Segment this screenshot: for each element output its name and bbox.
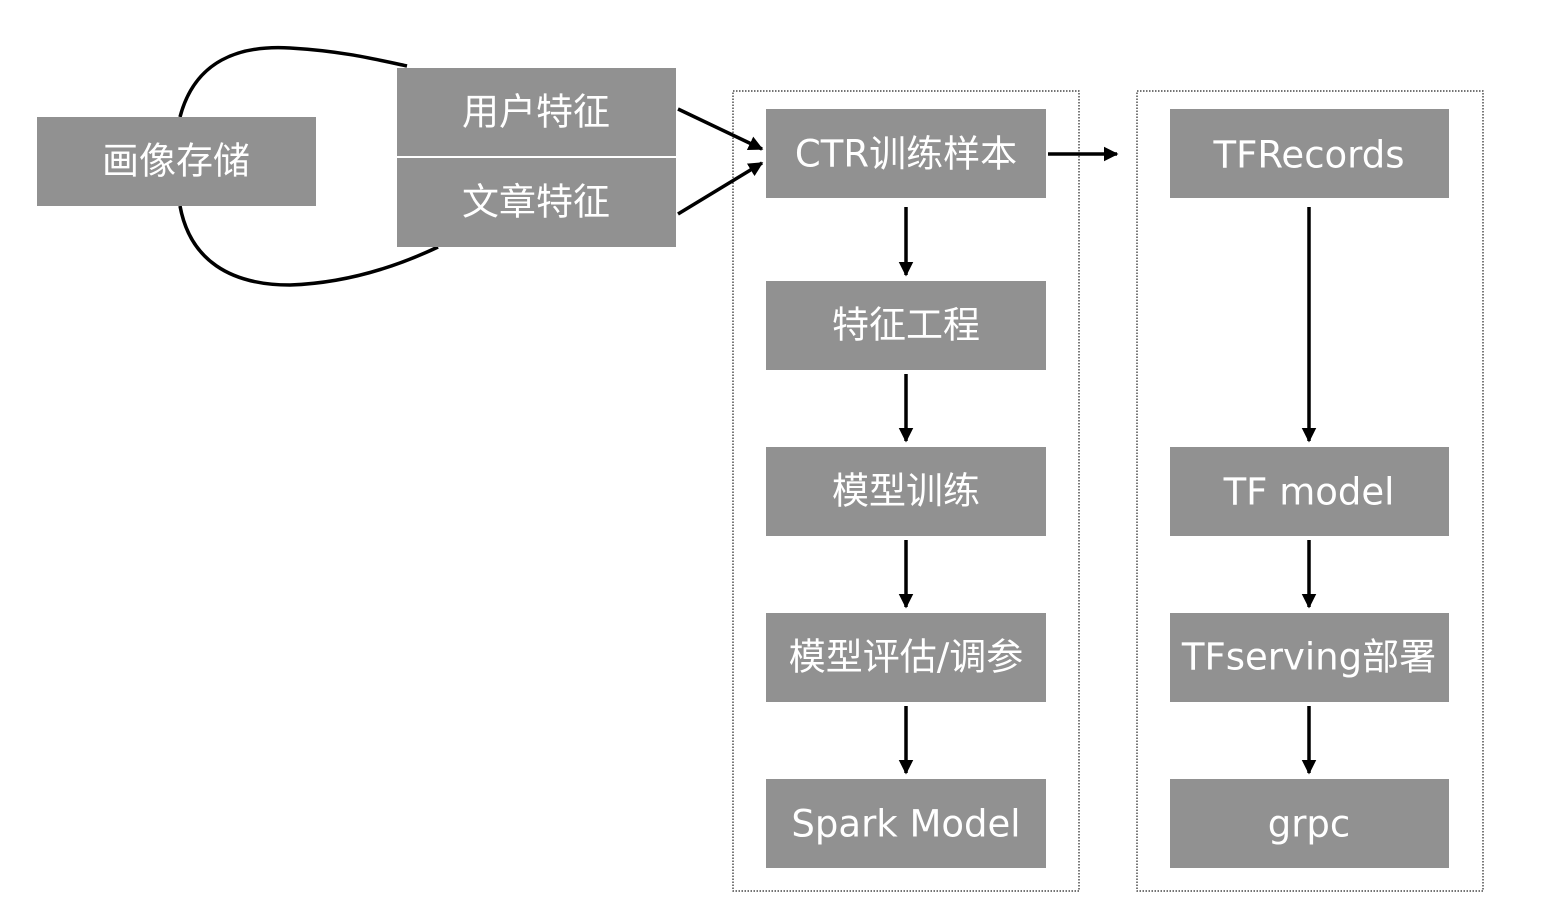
node-tfserving[interactable]: TFserving部署 xyxy=(1170,613,1449,702)
edge-user-features-to-ctr xyxy=(677,107,764,151)
node-spark-model-label: Spark Model xyxy=(791,803,1020,846)
node-grpc-label: grpc xyxy=(1268,803,1351,846)
edge-profile-to-user-features xyxy=(178,45,408,118)
node-model-training-label: 模型训练 xyxy=(832,470,980,513)
node-feature-engineering-label: 特征工程 xyxy=(832,304,980,347)
node-profile-storage[interactable]: 画像存储 xyxy=(37,117,316,206)
node-user-features[interactable]: 用户特征 xyxy=(397,68,676,157)
node-tfserving-label: TFserving部署 xyxy=(1181,636,1436,679)
node-spark-model[interactable]: Spark Model xyxy=(766,779,1046,868)
node-article-features-label: 文章特征 xyxy=(462,181,610,224)
node-model-eval-label: 模型评估/调参 xyxy=(789,636,1023,679)
edge-profile-to-article-features xyxy=(178,205,439,287)
node-ctr-samples[interactable]: CTR训练样本 xyxy=(766,109,1046,198)
node-article-features[interactable]: 文章特征 xyxy=(397,158,676,247)
node-tf-model[interactable]: TF model xyxy=(1170,447,1449,536)
node-tf-model-label: TF model xyxy=(1223,471,1395,514)
node-tfrecords-label: TFRecords xyxy=(1213,134,1405,177)
node-model-eval[interactable]: 模型评估/调参 xyxy=(766,613,1046,702)
node-feature-engineering[interactable]: 特征工程 xyxy=(766,281,1046,370)
node-model-training[interactable]: 模型训练 xyxy=(766,447,1046,536)
node-grpc[interactable]: grpc xyxy=(1170,779,1449,868)
edge-article-features-to-ctr xyxy=(677,161,764,216)
node-user-features-label: 用户特征 xyxy=(462,91,610,134)
node-ctr-samples-label: CTR训练样本 xyxy=(795,133,1017,176)
node-tfrecords[interactable]: TFRecords xyxy=(1170,109,1449,198)
node-profile-storage-label: 画像存储 xyxy=(102,140,250,183)
